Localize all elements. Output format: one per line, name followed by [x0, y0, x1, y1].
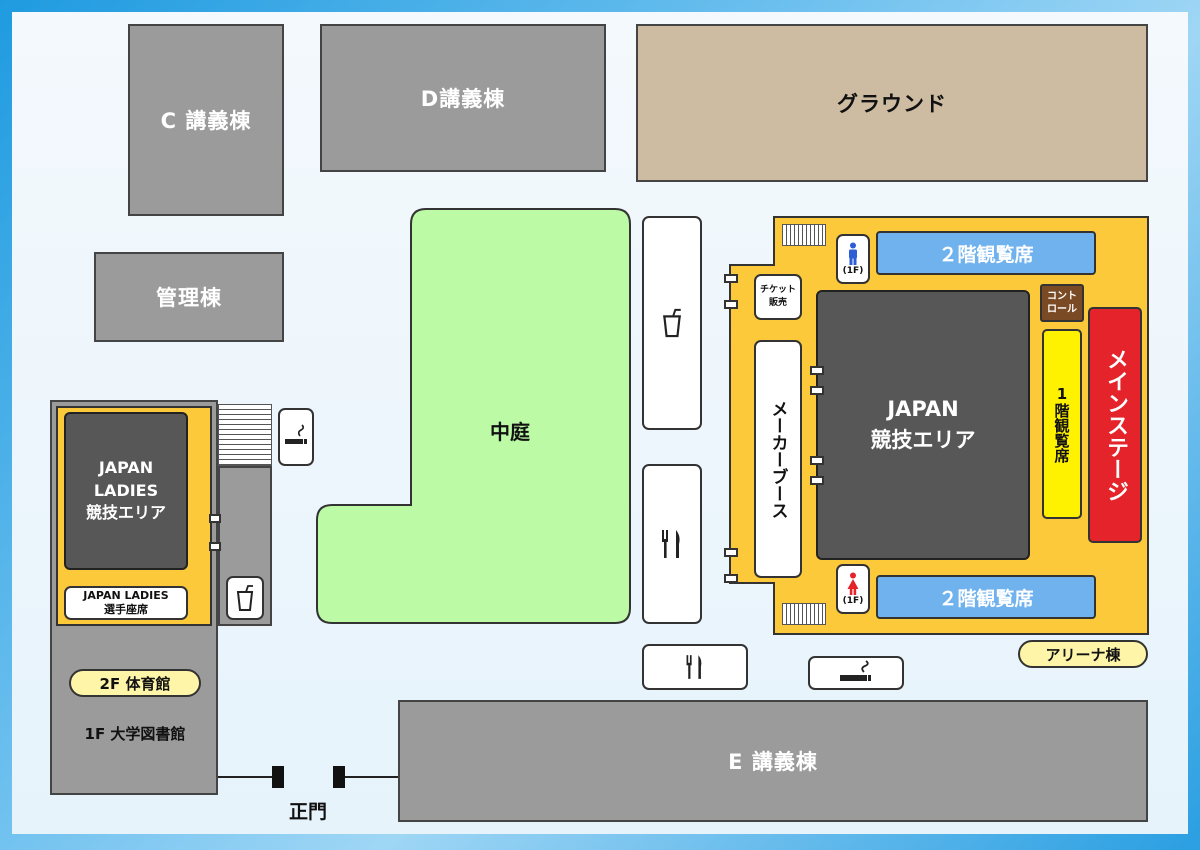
- food-stall[interactable]: [642, 464, 702, 624]
- gate-post-right: [333, 766, 345, 788]
- arena-door: [724, 574, 738, 583]
- seats-2f-top[interactable]: ２階観覧席: [876, 231, 1096, 275]
- control-room[interactable]: コント ロール: [1040, 284, 1084, 322]
- ladies-area-line3: 競技エリア: [85, 503, 166, 523]
- arena-door: [724, 300, 738, 309]
- courtyard-label: 中庭: [490, 419, 530, 444]
- drink-stall[interactable]: [642, 216, 702, 430]
- male-restroom-icon: [849, 242, 857, 265]
- gym-2f-text: 2F 体育館: [99, 674, 171, 693]
- japan-area-line2: 競技エリア: [870, 428, 976, 452]
- ladies-player-seats[interactable]: JAPAN LADIES 選手座席: [64, 586, 188, 620]
- food-stall[interactable]: [642, 644, 748, 690]
- japan-competition-area[interactable]: JAPAN 競技エリア: [816, 290, 1030, 560]
- maker-booth-label: メーカーブース: [767, 399, 788, 519]
- seats-1f-number: 1: [1056, 385, 1068, 403]
- maker-booth[interactable]: メーカーブース: [754, 340, 802, 578]
- drink-icon: [236, 585, 254, 611]
- e-lecture-building[interactable]: E 講義棟: [398, 700, 1148, 822]
- arena-door: [810, 456, 824, 465]
- female-restroom[interactable]: (1F): [836, 564, 870, 614]
- female-restroom-icon: [847, 572, 859, 595]
- restaurant-icon: [686, 655, 702, 679]
- ground[interactable]: グラウンド: [636, 24, 1148, 182]
- arena-door: [810, 386, 824, 395]
- ground-label: グラウンド: [837, 92, 947, 116]
- restaurant-icon: [662, 530, 680, 558]
- seats-2f-bottom[interactable]: ２階観覧席: [876, 575, 1096, 619]
- main-stage-label: メインステージ: [1103, 348, 1128, 502]
- admin-label: 管理棟: [156, 286, 222, 310]
- ladies-area-line1: JAPAN: [98, 458, 154, 478]
- ladies-seat-line2: 選手座席: [104, 603, 148, 616]
- arena-building-text: アリーナ棟: [1045, 645, 1121, 664]
- gate-wall: [218, 776, 278, 778]
- d-lecture-building[interactable]: D講義棟: [320, 24, 606, 172]
- smoking-icon: [840, 660, 871, 681]
- ladies-door: [209, 514, 221, 523]
- ladies-competition-area[interactable]: JAPAN LADIES 競技エリア: [64, 412, 188, 570]
- ticket-line2: 販売: [768, 298, 787, 308]
- arena-door: [724, 274, 738, 283]
- d-lecture-label: D講義棟: [420, 87, 506, 111]
- female-restroom-floor: (1F): [842, 596, 864, 606]
- gate-post-left: [272, 766, 284, 788]
- stairs-icon: [782, 603, 826, 625]
- arena-building-label: アリーナ棟: [1018, 640, 1148, 668]
- male-restroom-floor: (1F): [842, 266, 864, 276]
- seats-2f-top-label: ２階観覧席: [938, 243, 1034, 266]
- ladies-area-line2: LADIES: [93, 480, 159, 500]
- japan-area-line1: JAPAN: [887, 396, 959, 421]
- gym-drink-spot[interactable]: [226, 576, 264, 620]
- control-line2: ロール: [1047, 304, 1077, 315]
- main-stage[interactable]: メインステージ: [1088, 307, 1142, 543]
- c-lecture-label: C 講義棟: [160, 109, 252, 133]
- ticket-sales-booth[interactable]: チケット 販売: [754, 274, 802, 320]
- c-lecture-building[interactable]: C 講義棟: [128, 24, 284, 216]
- drink-icon: [663, 308, 681, 338]
- ladies-seat-line1: JAPAN LADIES: [83, 589, 169, 603]
- gate-wall: [345, 776, 398, 778]
- main-gate-label: 正門: [288, 800, 327, 823]
- arena-door: [810, 476, 824, 485]
- stairs-icon: [782, 224, 826, 246]
- ticket-line1: チケット: [759, 285, 796, 296]
- control-line1: コント: [1047, 291, 1077, 302]
- e-lecture-label: E 講義棟: [728, 750, 818, 774]
- admin-building[interactable]: 管理棟: [94, 252, 284, 342]
- stairs-icon: [218, 404, 272, 466]
- gym-2f-label: 2F 体育館: [69, 669, 201, 697]
- seats-1f[interactable]: 1 階観覧席: [1042, 329, 1082, 519]
- gym-smoking-spot[interactable]: [278, 408, 314, 466]
- ladies-door: [209, 542, 221, 551]
- seats-2f-bottom-label: ２階観覧席: [938, 587, 1034, 610]
- seats-1f-label: 階観覧席: [1052, 403, 1071, 463]
- male-restroom[interactable]: (1F): [836, 234, 870, 284]
- arena-smoking-spot[interactable]: [808, 656, 904, 690]
- arena-door: [810, 366, 824, 375]
- arena-door: [724, 548, 738, 557]
- smoking-icon: [285, 424, 307, 444]
- library-1f-label: 1F 大学図書館: [84, 724, 186, 743]
